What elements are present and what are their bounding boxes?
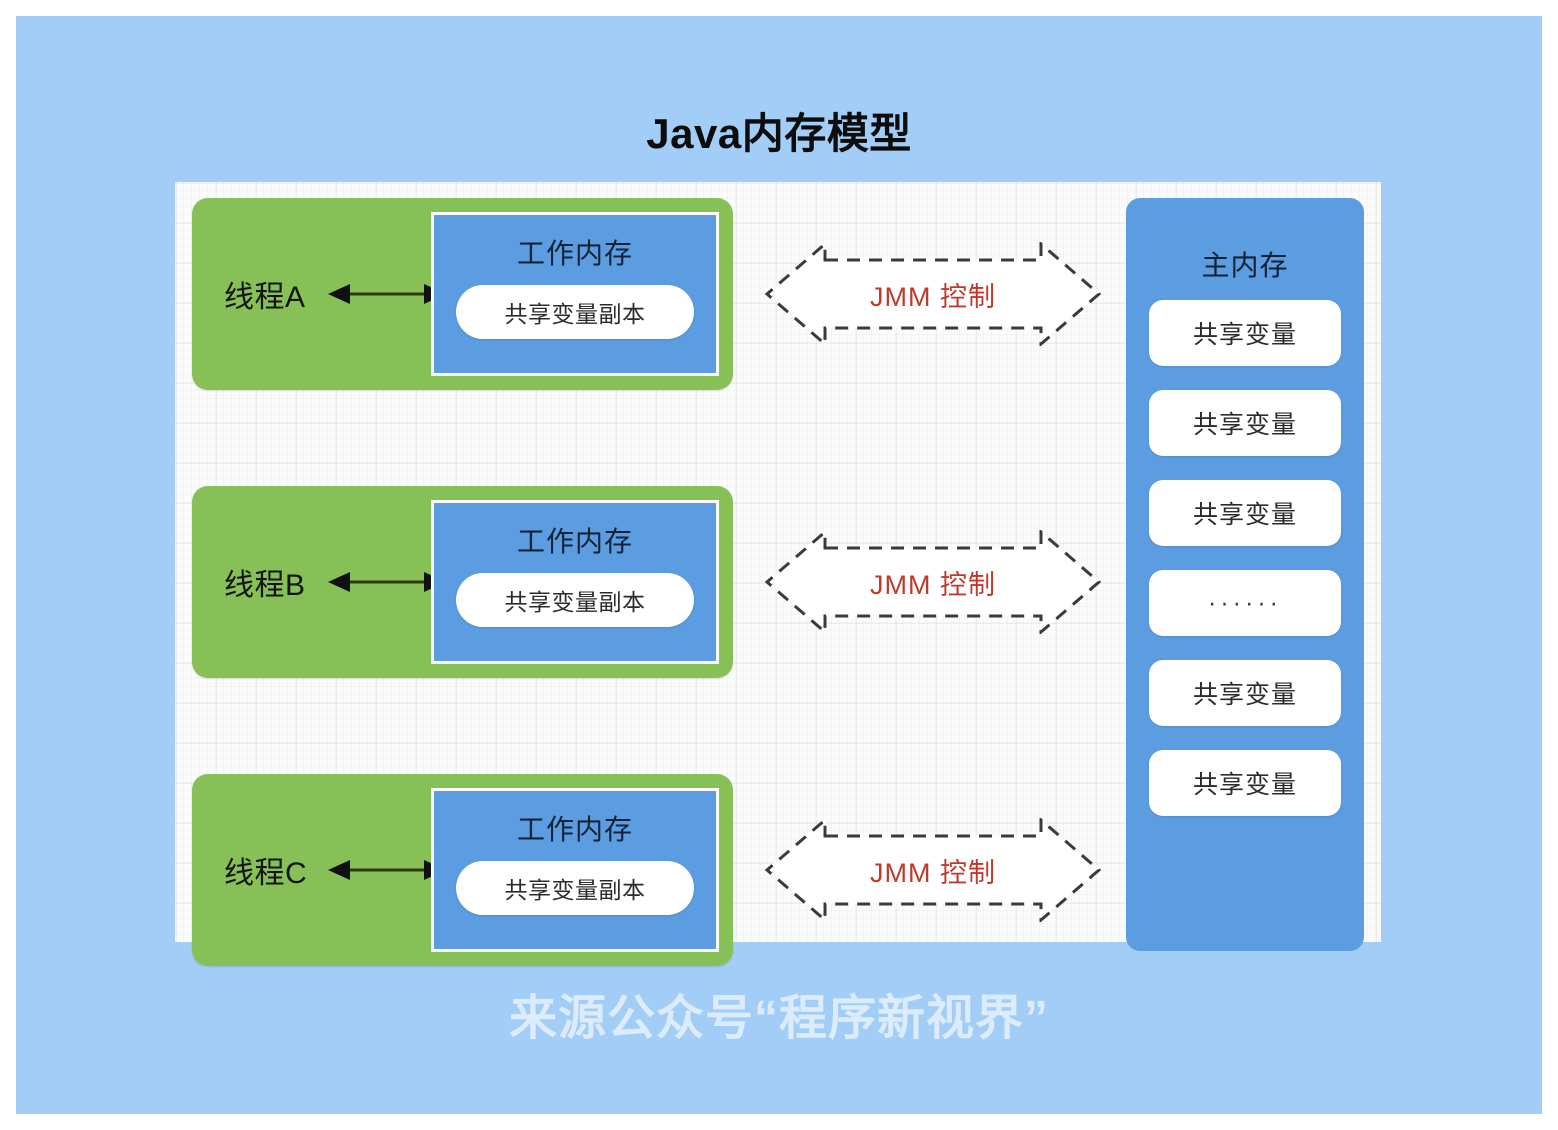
- thread-label: 线程A: [224, 281, 306, 314]
- working-memory-box[interactable]: 工作内存 共享变量副本: [431, 788, 719, 952]
- slide-canvas: Java内存模型 线程A 工作内存 共享变量副本 线程B: [16, 16, 1542, 1114]
- main-memory-title: 主内存: [1201, 250, 1289, 281]
- shared-variable-pill: 共享变量: [1149, 750, 1341, 816]
- shared-variable-copy-pill: 共享变量副本: [456, 573, 694, 627]
- jmm-control-arrow: JMM 控制: [765, 530, 1101, 634]
- shared-variable-pill: 共享变量: [1149, 480, 1341, 546]
- shared-variable-copy-pill: 共享变量副本: [456, 285, 694, 339]
- working-memory-title: 工作内存: [516, 238, 633, 269]
- thread-block[interactable]: 线程A 工作内存 共享变量副本: [192, 198, 733, 390]
- watermark-text: 来源公众号“程序新视界”: [508, 992, 1049, 1045]
- shared-variable-pill: 共享变量: [1149, 660, 1341, 726]
- thread-block[interactable]: 线程B 工作内存 共享变量副本: [192, 486, 733, 678]
- working-memory-title: 工作内存: [516, 526, 633, 557]
- thread-label: 线程B: [224, 569, 306, 602]
- jmm-control-arrow: JMM 控制: [765, 818, 1101, 922]
- shared-variable-ellipsis-pill: ······: [1149, 570, 1341, 636]
- working-memory-box[interactable]: 工作内存 共享变量副本: [431, 500, 719, 664]
- bidirectional-arrow-icon: [328, 857, 446, 883]
- bidirectional-arrow-icon: [328, 569, 446, 595]
- shared-variable-pill: 共享变量: [1149, 300, 1341, 366]
- bidirectional-arrow-icon: [328, 281, 446, 307]
- shared-variable-copy-pill: 共享变量副本: [456, 861, 694, 915]
- jmm-control-arrow: JMM 控制: [765, 242, 1101, 346]
- main-memory-panel[interactable]: 主内存 共享变量 共享变量 共享变量 ······ 共享变量 共享变量: [1126, 198, 1364, 951]
- thread-block[interactable]: 线程C 工作内存 共享变量副本: [192, 774, 733, 966]
- working-memory-title: 工作内存: [516, 814, 633, 845]
- diagram-canvas: 线程A 工作内存 共享变量副本 线程B: [175, 182, 1381, 966]
- thread-label: 线程C: [224, 857, 308, 890]
- working-memory-box[interactable]: 工作内存 共享变量副本: [431, 212, 719, 376]
- shared-variable-list: 共享变量 共享变量 共享变量 ······ 共享变量 共享变量: [1149, 300, 1341, 816]
- shared-variable-pill: 共享变量: [1149, 390, 1341, 456]
- page-title: Java内存模型: [646, 110, 912, 157]
